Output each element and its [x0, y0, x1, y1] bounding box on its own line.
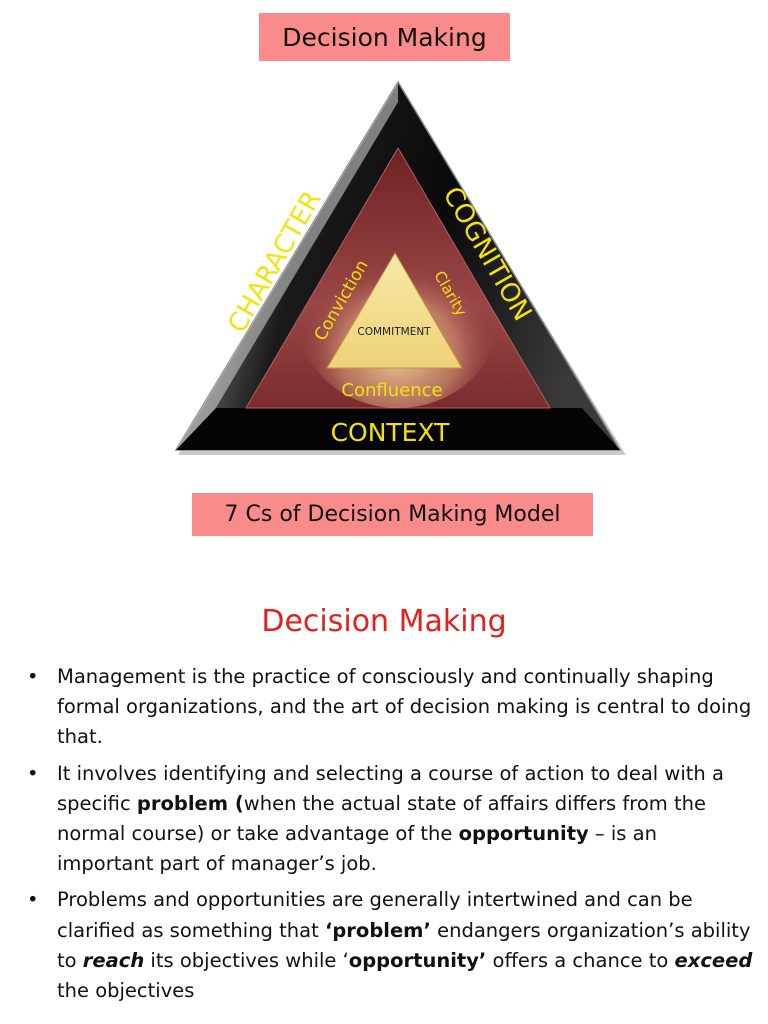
middle-label-bottom: Confluence	[341, 380, 442, 401]
bold-italic-text: reach	[82, 948, 145, 972]
inner-triangle	[326, 252, 463, 369]
outer-bottom-band	[176, 408, 620, 450]
bullet-list: Management is the practice of consciousl…	[24, 662, 754, 1012]
bold-text: opportunity’	[348, 948, 487, 972]
center-label: COMMITMENT	[357, 326, 431, 338]
bullet-item: Management is the practice of consciousl…	[24, 662, 754, 753]
bullet-item: Problems and opportunities are generally…	[24, 885, 754, 1006]
diagram-title-label: Decision Making	[259, 13, 510, 61]
bullet-text: – is an important part of manager’s job.	[57, 822, 657, 876]
bullet-text: the objectives	[57, 979, 195, 1003]
bullet-text: Management is the practice of consciousl…	[57, 665, 752, 749]
seven-cs-triangle-diagram: CHARACTER COGNITION CONTEXT Conviction C…	[174, 80, 626, 455]
bullet-text: Problems and opportunities are generally…	[57, 888, 693, 942]
bullet-text: It involves identifying and selecting a …	[57, 761, 724, 815]
bullet-text: offers a chance to	[486, 948, 675, 972]
bullet-text: its objectives while ‘	[144, 948, 349, 972]
bold-italic-text: exceed	[674, 948, 753, 972]
bold-text: opportunity	[458, 822, 589, 846]
bullet-text: when the actual state of affairs differs…	[57, 791, 706, 846]
bullet-text: endangers organization’s ability to	[57, 918, 751, 972]
section-heading: Decision Making	[261, 604, 507, 639]
model-caption-label: 7 Cs of Decision Making Model	[192, 493, 593, 536]
bold-text: problem (	[136, 791, 244, 815]
bold-text: ‘problem’	[324, 918, 431, 942]
outer-label-bottom: CONTEXT	[331, 418, 451, 447]
bullet-item: It involves identifying and selecting a …	[24, 759, 754, 880]
outer-bevel-left	[176, 82, 398, 450]
